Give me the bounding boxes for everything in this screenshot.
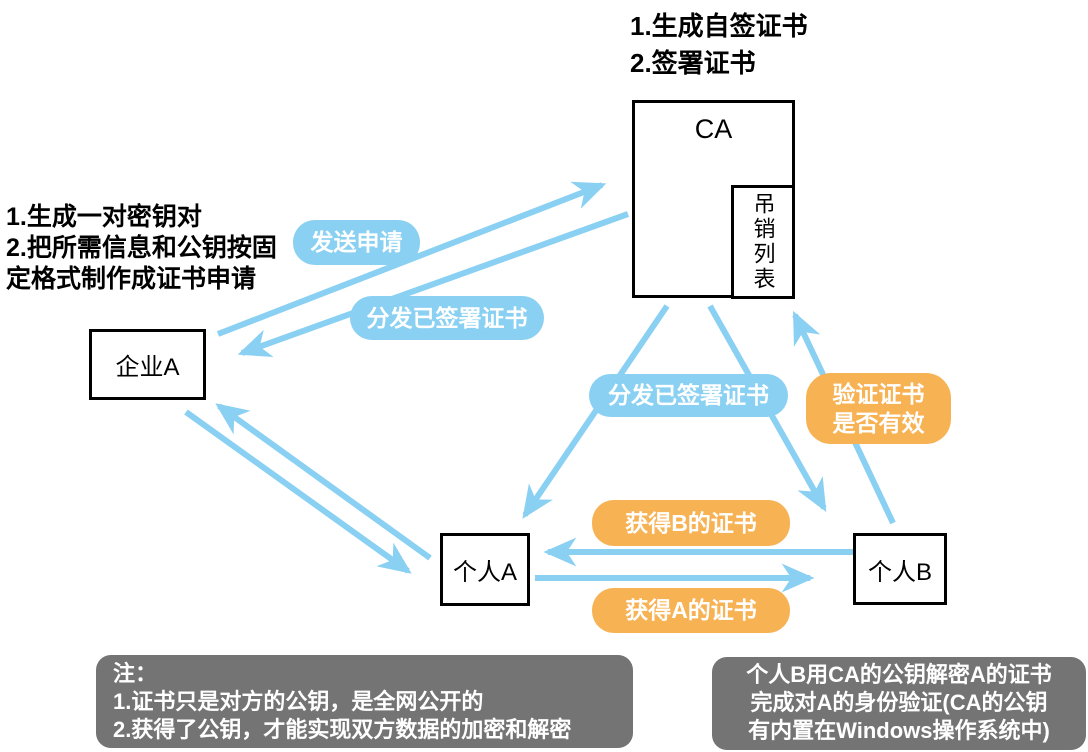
arrow-ca-to-enterprise: [237, 211, 630, 358]
note-public-key: 注： 1.证书只是对方的公钥，是全网公开的 2.获得了公钥，才能实现双方数据的加…: [96, 655, 633, 748]
enterprise-a-label: 企业A: [115, 354, 180, 381]
note-verification: 个人B用CA的公钥解密A的证书 完成对A的身份验证(CA的公钥 有内置在Wind…: [712, 657, 1086, 750]
arrow-person-a-to-enterprise: [215, 403, 432, 561]
person-a-label: 个人A: [452, 559, 517, 586]
person-b-node: 个人B: [853, 533, 947, 605]
enterprise-a-node: 企业A: [89, 329, 206, 400]
revocation-list-node: 吊销列表: [731, 185, 795, 299]
distribute-cert-enterprise-bubble: 分发已签署证书: [350, 296, 544, 340]
verify-cert-bubble: 验证证书 是否有效: [806, 373, 951, 444]
get-a-cert-bubble: 获得A的证书: [592, 588, 790, 633]
ca-steps-annotation: 1.生成自签证书 2.签署证书: [630, 11, 808, 78]
person-b-label: 个人B: [867, 558, 932, 586]
person-a-node: 个人A: [440, 533, 530, 606]
get-b-cert-bubble: 获得B的证书: [592, 500, 790, 546]
revocation-list-label: 吊销列表: [750, 192, 776, 292]
send-request-bubble: 发送申请: [293, 220, 420, 265]
distribute-cert-persons-bubble: 分发已签署证书: [589, 374, 788, 417]
enterprise-steps-annotation: 1.生成一对密钥对 2.把所需信息和公钥按固 定格式制作成证书申请: [6, 203, 277, 293]
ca-node-label: CA: [694, 114, 733, 144]
arrow-enterprise-to-person-a: [184, 409, 412, 574]
